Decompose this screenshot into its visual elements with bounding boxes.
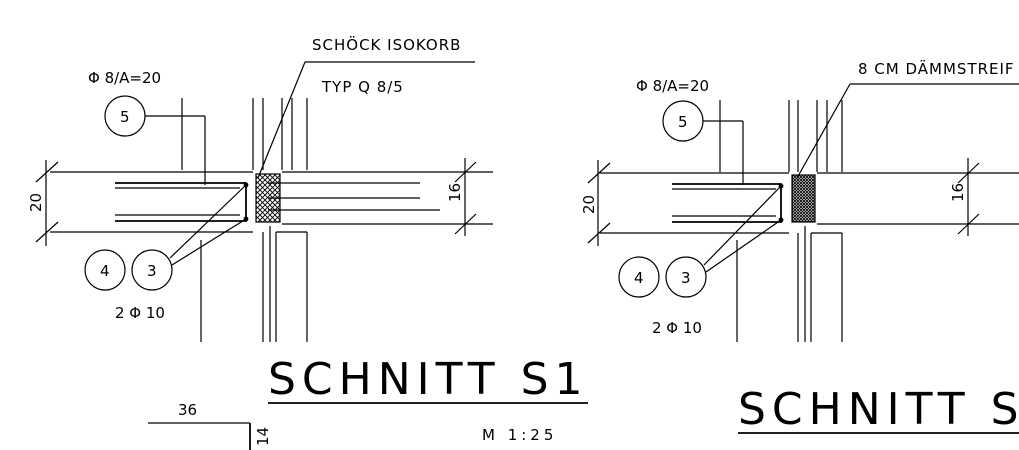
right-detail: 8 CM DÄMMSTREIF Φ 8/A=20 5: [580, 59, 1019, 435]
right-wall-upper: [719, 100, 843, 172]
left-circle-3-label: 3: [147, 262, 157, 280]
right-insulation-block: [791, 174, 816, 223]
left-section-title: SCHNITT S1: [268, 354, 589, 405]
right-callout: 8 CM DÄMMSTREIF: [796, 59, 1019, 179]
right-circle-5-label: 5: [678, 113, 688, 131]
left-circle-5-label: 5: [120, 108, 130, 126]
left-dim-16: 16: [446, 158, 477, 236]
right-rebar-label-top: Φ 8/A=20: [636, 77, 709, 95]
left-isokorb-block: [255, 173, 281, 223]
right-slab: [600, 172, 1019, 234]
right-circle-4-label: 4: [634, 269, 644, 287]
left-wall-lower: [200, 226, 308, 342]
left-wall-upper: [181, 98, 308, 170]
right-callout-4-3: 4 3: [618, 185, 782, 298]
left-rebar-label-top: Φ 8/A=20: [88, 69, 161, 87]
left-rebar-label-bottom: 2 Φ 10: [115, 304, 165, 322]
left-dim-16-label: 16: [446, 183, 464, 202]
left-detail: SCHÖCK ISOKORB TYP Q 8/5 Φ 8/A=20 5: [27, 35, 589, 450]
right-section-title: SCHNITT S: [738, 384, 1019, 435]
left-circle-4-label: 4: [100, 262, 110, 280]
right-wall-lower: [736, 226, 843, 342]
right-dim-16-label: 16: [949, 183, 967, 202]
left-callout-5: 5: [104, 95, 206, 185]
right-rebar-label-bottom: 2 Φ 10: [652, 319, 702, 337]
right-dim-20: 20: [580, 160, 611, 246]
left-scale-label: M 1:25: [482, 426, 557, 444]
left-callout-title: SCHÖCK ISOKORB: [312, 35, 461, 54]
left-callout-subtitle: TYP Q 8/5: [321, 78, 404, 96]
left-dim-36-label: 36: [178, 401, 197, 419]
left-callout-4-3: 4 3: [84, 184, 247, 291]
left-dim-14-label: 14: [254, 427, 272, 446]
right-callout-title: 8 CM DÄMMSTREIF: [858, 59, 1015, 78]
left-callout: SCHÖCK ISOKORB TYP Q 8/5: [257, 35, 475, 179]
left-dim-20: 20: [27, 160, 59, 246]
right-circle-3-label: 3: [681, 269, 691, 287]
right-dim-16: 16: [949, 158, 980, 236]
right-dim-20-label: 20: [580, 195, 598, 214]
left-dim-20-label: 20: [27, 193, 45, 212]
left-dim-36-14: 36 14: [148, 401, 272, 450]
right-callout-5: 5: [662, 100, 744, 185]
